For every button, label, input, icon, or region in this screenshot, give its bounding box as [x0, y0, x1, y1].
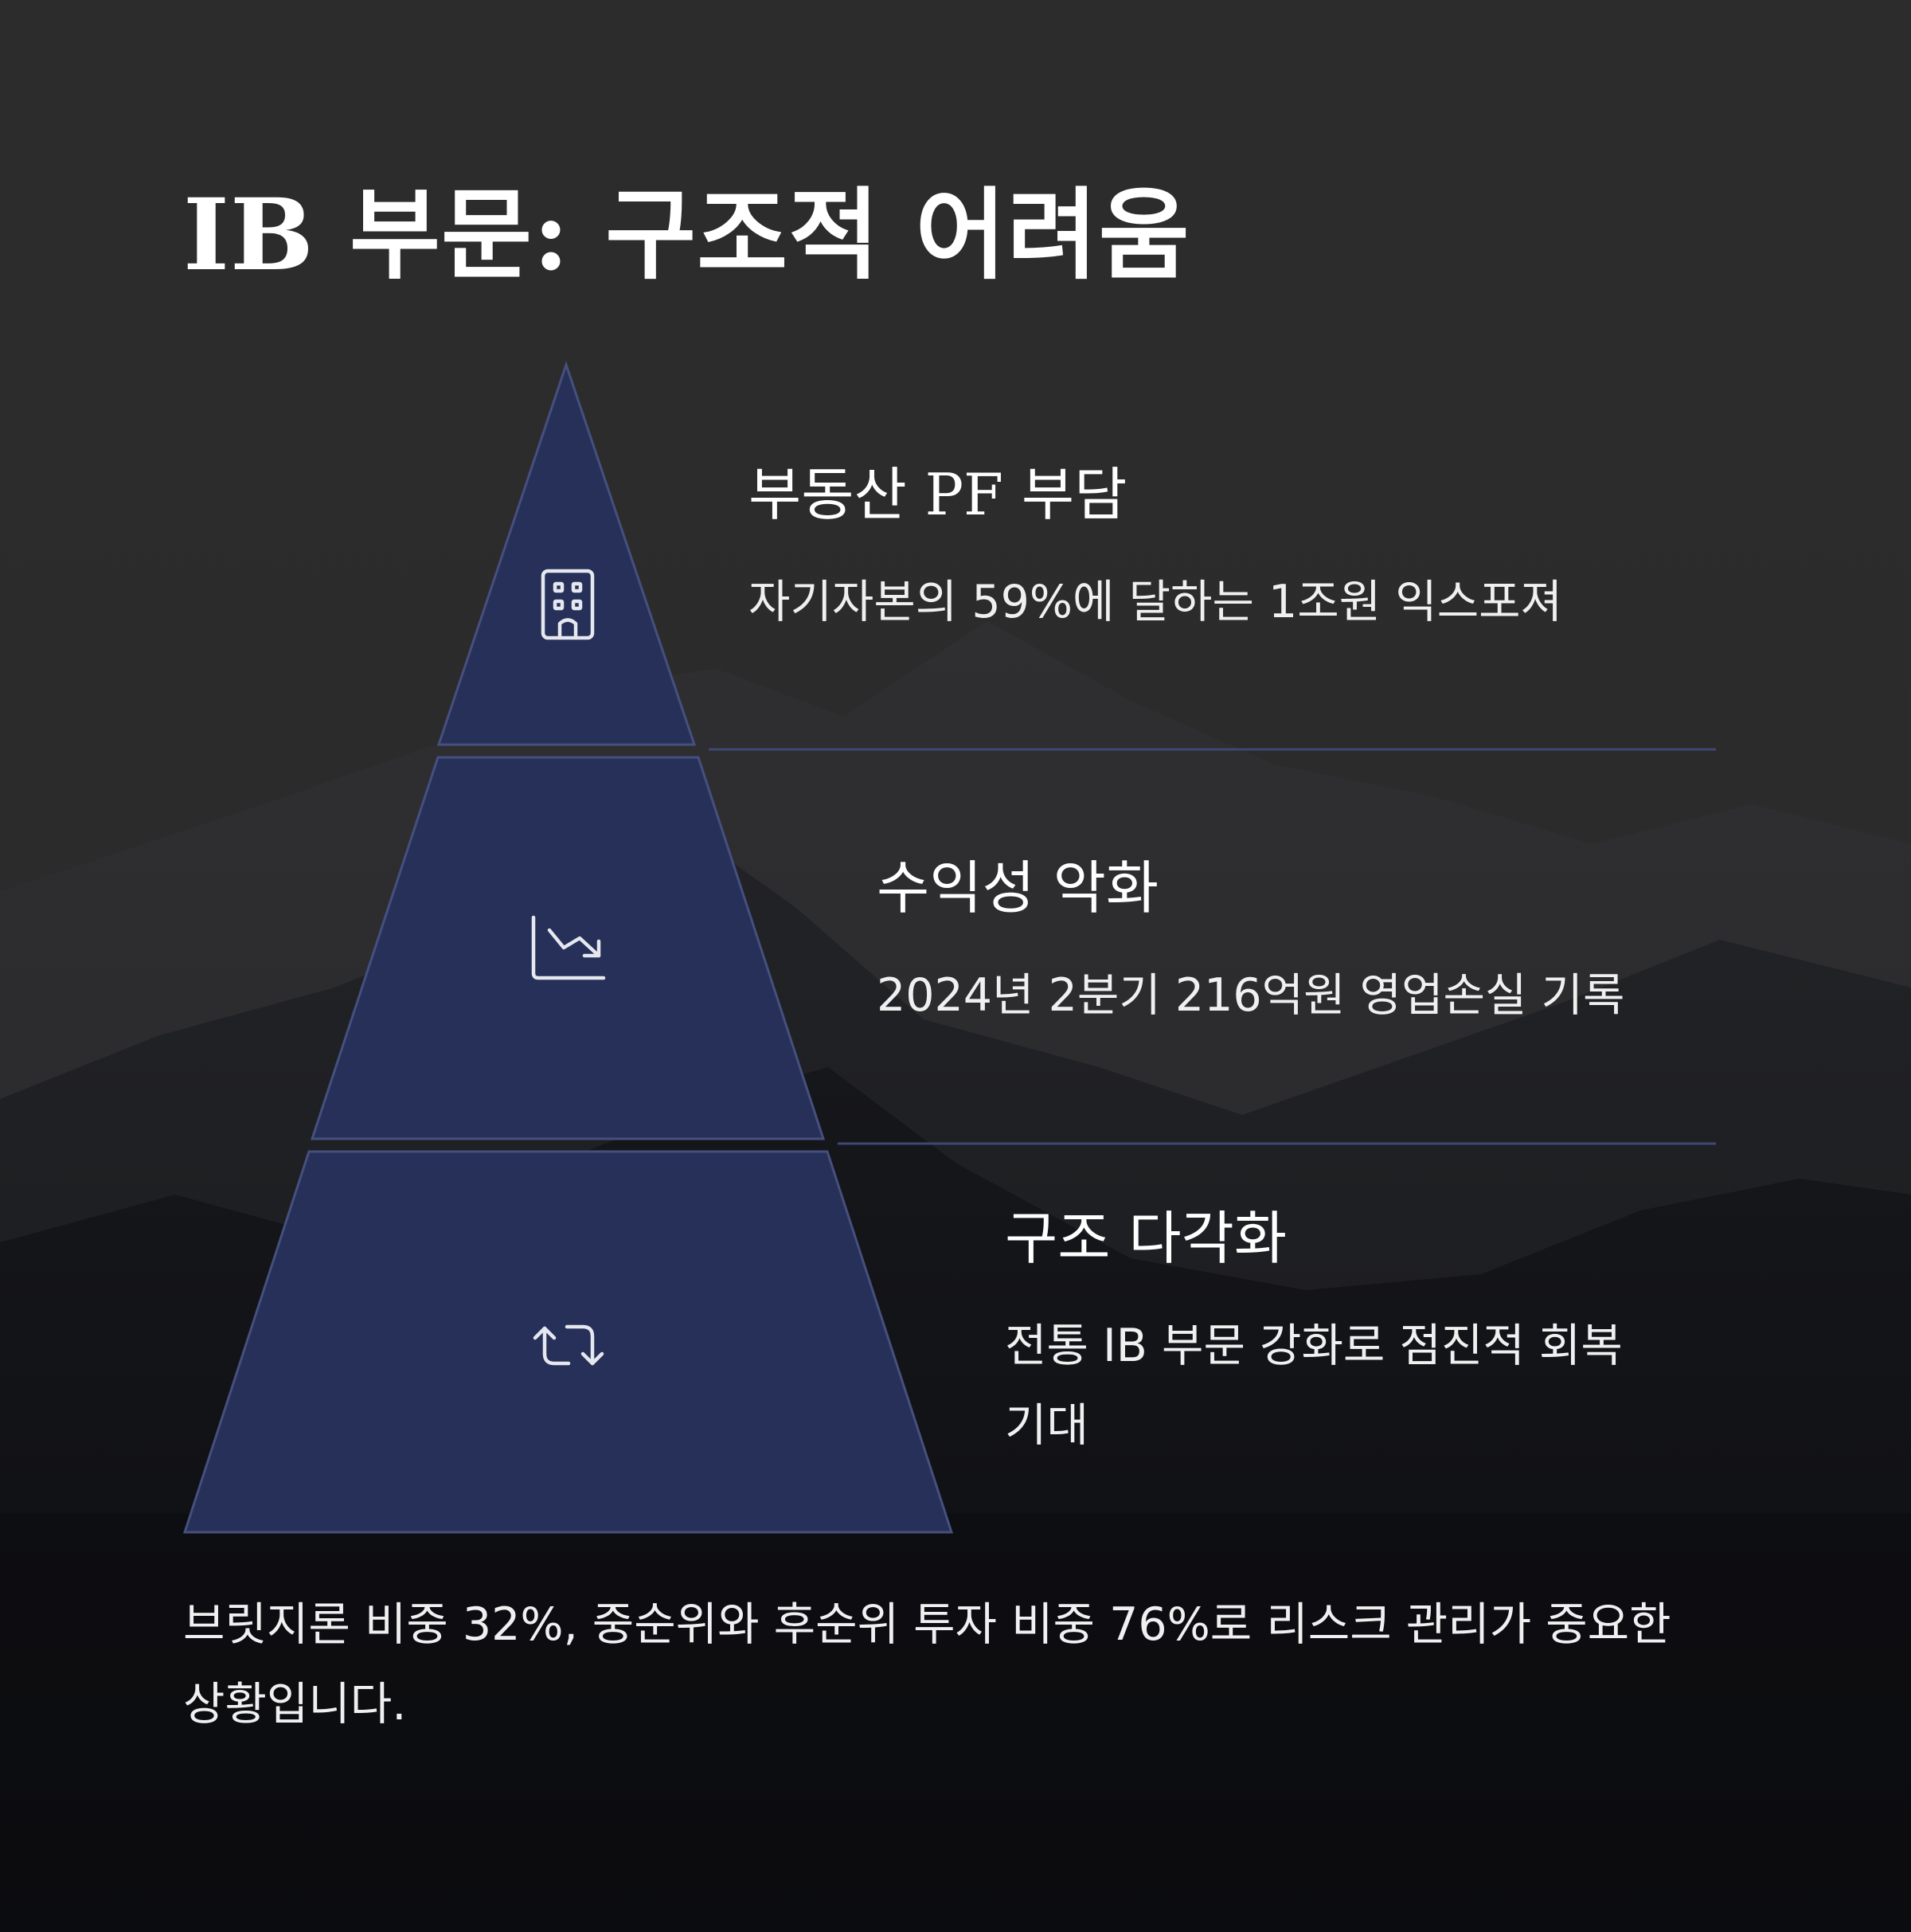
tier-3-description: 전통 IB 부문 강화로 점진적 회복 기대 — [1005, 1320, 1623, 1453]
tier-1-info: 부동산 PF 부담 자기자본의 59%에 달하는 1조원 익스포져 — [748, 460, 1744, 642]
tier-2-description: 2024년 2분기 216억원 영업손실 기록 — [877, 969, 1625, 1023]
page-title: IB 부문: 구조적 어려움 — [183, 178, 1190, 293]
tier-3-heading: 구조 다각화 — [1005, 1205, 1288, 1272]
tier-1-shape — [436, 361, 697, 746]
tier-3-shape — [182, 1150, 954, 1534]
tier-3-info: 구조 다각화 전통 IB 부문 강화로 점진적 회복 기대 — [1005, 1204, 1658, 1465]
summary-text: 브릿지론 비중 32%, 중순위와 후순위 투자 비중 76%로 리스크 관리가… — [183, 1598, 1671, 1731]
tier-2-heading: 수익성 악화 — [877, 855, 1159, 921]
tier-2-shape — [310, 756, 826, 1140]
tier-1-heading: 부동산 PF 부담 — [748, 461, 1127, 528]
chart-down-icon — [531, 915, 606, 980]
building-icon — [541, 569, 595, 640]
tier-1-description: 자기자본의 59%에 달하는 1조원 익스포져 — [748, 576, 1563, 629]
arrows-shift-icon — [533, 1324, 604, 1366]
tier-2-info: 수익성 악화 2024년 2분기 216억원 영업손실 기록 — [877, 854, 1792, 1035]
